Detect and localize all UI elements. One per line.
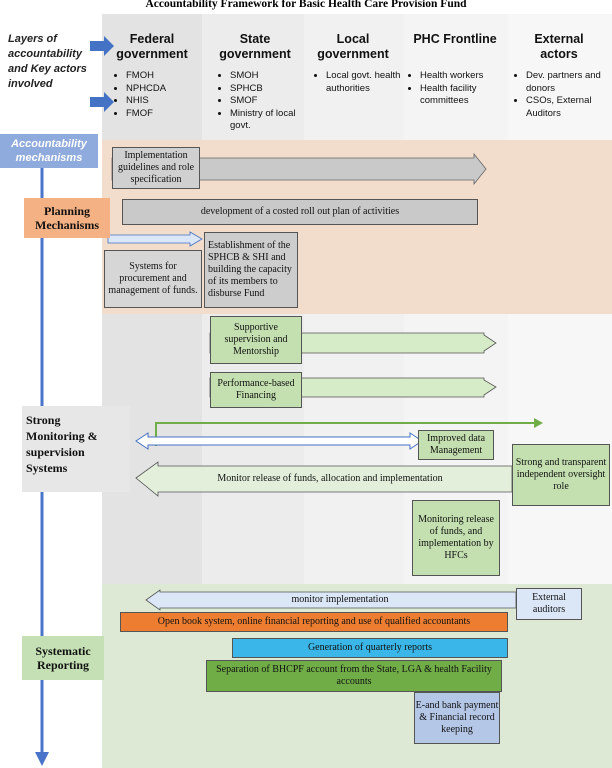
implementation-guidelines-box: Implementation guidelines and role speci… xyxy=(112,147,200,189)
mechanisms-label: Accountability mechanisms xyxy=(0,134,98,168)
layers-arrow-bottom-icon xyxy=(90,92,114,112)
actor-item: Ministry of local govt. xyxy=(230,108,310,133)
hfc-monitoring-box: Monitoring release of funds, and impleme… xyxy=(412,500,500,576)
monitor-release-text: Monitor release of funds, allocation and… xyxy=(217,473,443,484)
planning-label-text: Planning Mechanisms xyxy=(35,204,99,232)
timeline-axis-arrowhead-icon xyxy=(35,752,49,766)
reporting-label-text: Systematic Reporting xyxy=(35,644,91,672)
actor-item: Health workers xyxy=(420,70,520,83)
state-actor-list: SMOH SPHCB SMOF Ministry of local govt. xyxy=(216,70,310,133)
actor-item: FMOH xyxy=(126,70,211,83)
planning-label: Planning Mechanisms xyxy=(24,198,110,238)
actor-item: SMOH xyxy=(230,70,310,83)
actor-item: Dev. partners and donors xyxy=(526,70,612,95)
actor-item: CSOs, External Auditors xyxy=(526,95,612,120)
actor-item: NHIS xyxy=(126,95,211,108)
green-flow-arrowhead-icon xyxy=(534,418,543,428)
actor-item: FMOF xyxy=(126,108,211,121)
procurement-systems-box: Systems for procurement and management o… xyxy=(104,250,202,308)
actor-item: Health facility committees xyxy=(420,83,520,108)
federal-actor-list: FMOH NPHCDA NHIS FMOF xyxy=(112,70,211,120)
column-header-state: State government xyxy=(219,32,291,61)
diagram-title: Accountability Framework for Basic Healt… xyxy=(145,0,467,10)
reporting-label: Systematic Reporting xyxy=(22,636,104,680)
monitor-implementation-text: monitor implementation xyxy=(291,594,389,605)
monitoring-label-text: Strong Monitoring & supervision Systems xyxy=(26,413,98,475)
quarterly-reports-box: Generation of quarterly reports xyxy=(232,638,508,658)
open-book-box: Open book system, online financial repor… xyxy=(120,612,508,632)
data-management-box: Improved data Management xyxy=(418,430,494,460)
data-double-arrow xyxy=(135,432,423,450)
external-auditors-box: External auditors xyxy=(516,588,582,620)
monitoring-label: Strong Monitoring & supervision Systems xyxy=(22,406,130,492)
account-separation-box: Separation of BHCPF account from the Sta… xyxy=(206,660,502,692)
e-bank-payment-box: E-and bank payment & Financial record ke… xyxy=(414,692,500,744)
establishment-box: Establishment of the SPHCB & SHI and bui… xyxy=(204,232,298,308)
rollout-plan-box: development of a costed roll out plan of… xyxy=(122,199,478,225)
systems-to-establishment-arrow xyxy=(107,231,203,247)
column-header-external: External actors xyxy=(534,32,584,61)
actor-item: Local govt. health authorities xyxy=(326,70,412,95)
performance-financing-box: Performance-based Financing xyxy=(210,372,302,408)
supportive-supervision-box: Supportive supervision and Mentorship xyxy=(210,316,302,364)
layers-label: Layers of accountability and Key actors … xyxy=(8,33,87,90)
phc-actor-list: Health workers Health facility committee… xyxy=(406,70,520,108)
actor-item: SMOF xyxy=(230,95,310,108)
actor-item: SPHCB xyxy=(230,83,310,96)
column-header-local: Local government xyxy=(317,32,389,61)
oversight-box: Strong and transparent independent overs… xyxy=(512,444,610,506)
layers-arrow-top-icon xyxy=(90,36,114,56)
external-actor-list: Dev. partners and donors CSOs, External … xyxy=(512,70,612,120)
column-header-federal: Federal government xyxy=(116,32,188,61)
local-actor-list: Local govt. health authorities xyxy=(312,70,412,95)
actor-item: NPHCDA xyxy=(126,83,211,96)
column-header-phc: PHC Frontline xyxy=(413,32,497,46)
